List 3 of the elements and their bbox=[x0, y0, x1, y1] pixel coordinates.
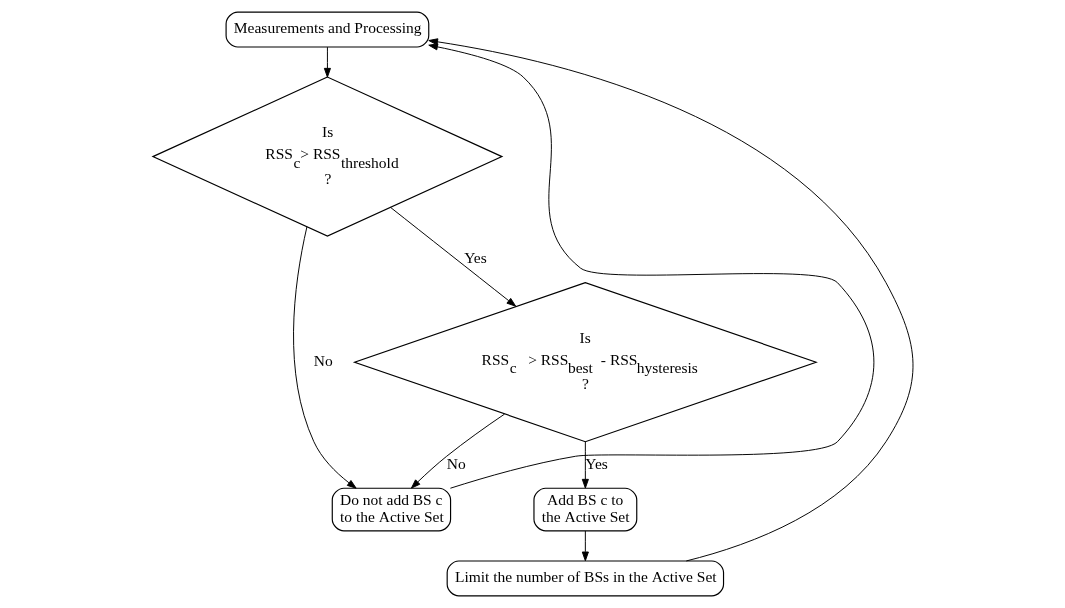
edge-label: No bbox=[446, 454, 466, 472]
edge-label: No bbox=[313, 351, 333, 369]
edge-label: Yes bbox=[463, 249, 487, 267]
